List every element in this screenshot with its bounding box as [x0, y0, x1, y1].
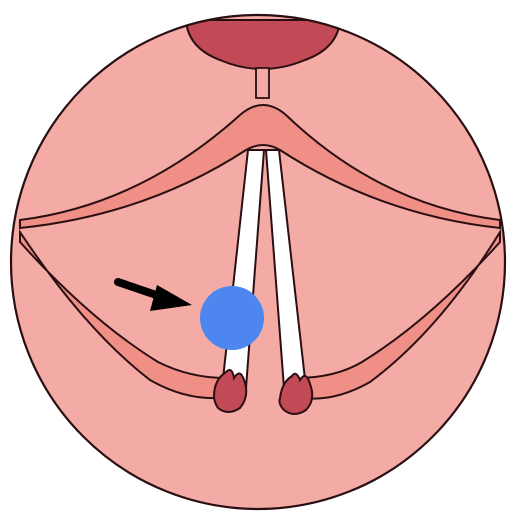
stalk-icon [256, 68, 269, 98]
lesion-icon [200, 286, 264, 350]
